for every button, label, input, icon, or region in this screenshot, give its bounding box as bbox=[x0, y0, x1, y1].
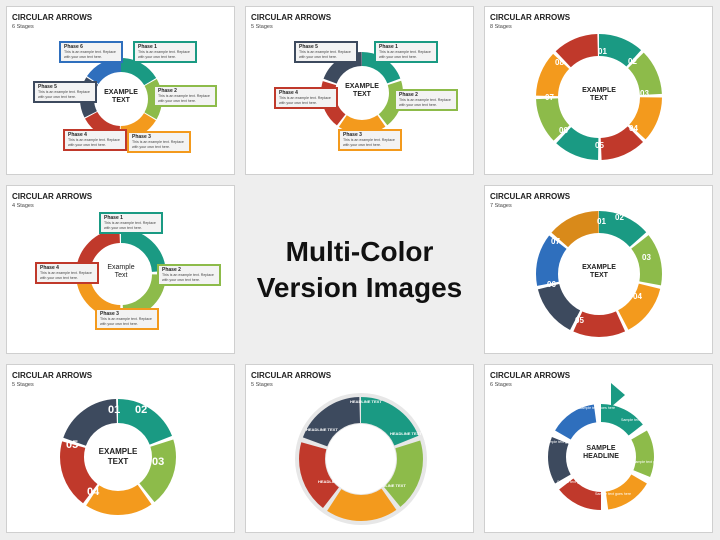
center-text: EXAMPLE TEXT bbox=[104, 89, 138, 104]
stage-number: 05 bbox=[66, 439, 78, 451]
stage-number: 04 bbox=[87, 486, 100, 498]
stage-number: 01 bbox=[597, 217, 606, 226]
segment-text: Sample text goes here bbox=[621, 418, 657, 422]
slide-title: CIRCULAR ARROWS bbox=[490, 371, 571, 380]
slide-title: CIRCULAR ARROWS bbox=[490, 192, 571, 201]
slide-7-stages-numbered[interactable]: CIRCULAR ARROWS 7 Stages 01 02 03 04 05 … bbox=[484, 185, 713, 354]
segment-label: HEADLINE TEXT bbox=[306, 427, 338, 432]
segment-label: HEADLINE TEXT bbox=[390, 431, 422, 436]
ring-diagram: HEADLINE TEXT HEADLINE TEXT HEADLINE TEX… bbox=[295, 393, 427, 525]
stage-number: 05 bbox=[595, 141, 604, 150]
slide-title: CIRCULAR ARROWS bbox=[251, 371, 332, 380]
slide-title: CIRCULAR ARROWS bbox=[490, 13, 571, 22]
slide-8-stages-numbered[interactable]: CIRCULAR ARROWS 8 Stages 01 02 03 04 05 … bbox=[484, 6, 713, 175]
stage-number: 06 bbox=[559, 126, 568, 135]
slide-subtitle: 7 Stages bbox=[490, 203, 512, 209]
stage-number: 03 bbox=[640, 89, 649, 98]
stage-number: 03 bbox=[152, 456, 164, 468]
slide-title: CIRCULAR ARROWS bbox=[12, 371, 93, 380]
ring-diagram: Sample text goes here Sample text goes h… bbox=[545, 383, 669, 510]
slide-subtitle: 5 Stages bbox=[12, 382, 34, 388]
stage-number: 08 bbox=[555, 58, 564, 67]
ring-diagram: 01 02 03 04 05 06 07 08 bbox=[536, 34, 662, 160]
center-text: EXAMPLE TEXT bbox=[582, 264, 616, 279]
center-text: EXAMPLE TEXT bbox=[98, 447, 138, 466]
slide-5-stages-phases[interactable]: CIRCULAR ARROWS 5 Stages EXAMPLE TEXT Ph… bbox=[245, 6, 474, 175]
ring-diagram: 01 02 03 04 05 06 07 bbox=[536, 211, 662, 337]
segment-text: Sample text goes here bbox=[633, 460, 669, 464]
slide-subtitle: 4 Stages bbox=[12, 203, 34, 209]
slide-subtitle: 5 Stages bbox=[251, 382, 273, 388]
slide-6-stages-phases[interactable]: CIRCULAR ARROWS 6 Stages EXAMPLE TEXT Ph… bbox=[6, 6, 235, 175]
slide-title: CIRCULAR ARROWS bbox=[251, 13, 332, 22]
slide-title: CIRCULAR ARROWS bbox=[12, 13, 93, 22]
stage-number: 02 bbox=[135, 404, 147, 416]
slide-4-stages-phases[interactable]: CIRCULAR ARROWS 4 Stages Example Text Ph… bbox=[6, 185, 235, 354]
segment-text: Sample text goes here bbox=[545, 440, 581, 444]
slide-title: CIRCULAR ARROWS bbox=[12, 192, 93, 201]
segment-text: Sample text goes here bbox=[557, 480, 593, 484]
slide-6-stages-arrows[interactable]: CIRCULAR ARROWS 6 Stages Sample text goe… bbox=[484, 364, 713, 533]
headline-line-2: Version Images bbox=[256, 272, 463, 303]
segment-label: HEADLINE TEXT bbox=[318, 479, 350, 484]
stage-number: 04 bbox=[629, 124, 638, 133]
stage-number: 02 bbox=[628, 57, 637, 66]
stage-number: 07 bbox=[551, 237, 560, 246]
slide-subtitle: 5 Stages bbox=[251, 24, 273, 30]
segment-text: Sample text goes here bbox=[595, 492, 631, 496]
headline-line-1: Multi-Color bbox=[285, 236, 434, 267]
center-text: EXAMPLE TEXT bbox=[582, 87, 616, 102]
segment-label: HEADLINE TEXT bbox=[350, 399, 382, 404]
center-text: Example Text bbox=[107, 264, 135, 279]
ring-diagram: 01 02 03 04 05 bbox=[60, 399, 176, 515]
slide-5-stages-numbered[interactable]: CIRCULAR ARROWS 5 Stages 01 02 03 04 05 … bbox=[6, 364, 235, 533]
stage-number: 02 bbox=[615, 213, 624, 222]
center-text: SAMPLE HEADLINE bbox=[583, 445, 619, 460]
stage-number: 07 bbox=[545, 93, 554, 102]
slide-subtitle: 8 Stages bbox=[490, 24, 512, 30]
segment-label: HEADLINE TEXT bbox=[374, 483, 406, 488]
stage-number: 06 bbox=[547, 280, 556, 289]
stage-number: 01 bbox=[598, 47, 607, 56]
stage-number: 05 bbox=[575, 316, 584, 325]
stage-number: 01 bbox=[108, 404, 120, 416]
ring-diagram bbox=[76, 229, 166, 319]
slide-subtitle: 6 Stages bbox=[490, 382, 512, 388]
center-text: EXAMPLE TEXT bbox=[345, 83, 379, 98]
stage-number: 04 bbox=[633, 292, 642, 301]
slide-5-stages-donut[interactable]: CIRCULAR ARROWS 5 Stages HEADLINE TEXT H… bbox=[245, 364, 474, 533]
slide-subtitle: 6 Stages bbox=[12, 24, 34, 30]
segment-text: Sample text goes here bbox=[579, 406, 615, 410]
stage-number: 03 bbox=[642, 253, 651, 262]
arrow-head-icon bbox=[611, 383, 625, 407]
